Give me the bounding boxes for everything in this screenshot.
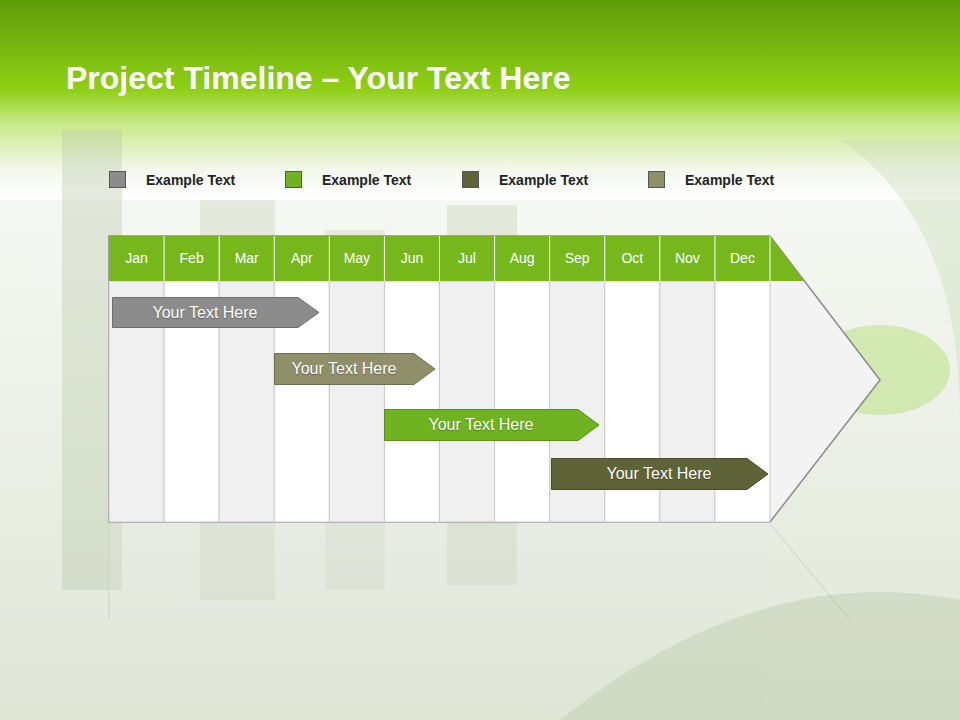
month-label: Sep bbox=[550, 236, 605, 281]
header-divider bbox=[659, 236, 660, 281]
legend-text: Example Text bbox=[322, 172, 411, 188]
task-arrow: Your Text Here bbox=[384, 409, 600, 441]
background-bars bbox=[62, 130, 960, 720]
month-label: Apr bbox=[274, 236, 329, 281]
month-label: Nov bbox=[660, 236, 715, 281]
month-label: Feb bbox=[164, 236, 219, 281]
legend-swatch bbox=[648, 171, 665, 188]
header-divider bbox=[219, 236, 220, 281]
month-label: Jul bbox=[440, 236, 495, 281]
task-label: Your Text Here bbox=[607, 465, 712, 483]
month-label: Dec bbox=[715, 236, 770, 281]
reflection bbox=[109, 524, 850, 620]
timeline-arrow bbox=[109, 236, 880, 522]
header-divider bbox=[604, 236, 605, 281]
task-arrow: Your Text Here bbox=[551, 458, 769, 490]
legend-swatch bbox=[285, 171, 302, 188]
month-label: Mar bbox=[219, 236, 274, 281]
header-divider bbox=[384, 236, 385, 281]
task-label: Your Text Here bbox=[292, 360, 397, 378]
month-header bbox=[109, 236, 770, 281]
header-divider bbox=[770, 236, 771, 281]
legend-text: Example Text bbox=[146, 172, 235, 188]
header-divider bbox=[274, 236, 275, 281]
legend-text: Example Text bbox=[499, 172, 588, 188]
legend-swatch bbox=[109, 171, 126, 188]
month-label: May bbox=[329, 236, 384, 281]
month-column bbox=[440, 281, 495, 522]
legend-swatch bbox=[462, 171, 479, 188]
month-label: Oct bbox=[605, 236, 660, 281]
header-divider bbox=[549, 236, 550, 281]
header-corner bbox=[770, 236, 804, 281]
header-divider bbox=[714, 236, 715, 281]
header-divider bbox=[439, 236, 440, 281]
month-column bbox=[329, 281, 384, 522]
task-arrow: Your Text Here bbox=[274, 353, 436, 385]
legend-text: Example Text bbox=[685, 172, 774, 188]
slide-title: Project Timeline – Your Text Here bbox=[66, 60, 570, 97]
month-column bbox=[384, 281, 439, 522]
month-label: Aug bbox=[495, 236, 550, 281]
legend-item: Example Text bbox=[109, 171, 235, 188]
header-divider bbox=[164, 236, 165, 281]
task-label: Your Text Here bbox=[429, 416, 534, 434]
legend-item: Example Text bbox=[648, 171, 774, 188]
task-label: Your Text Here bbox=[153, 304, 258, 322]
month-label: Jun bbox=[384, 236, 439, 281]
header-divider bbox=[494, 236, 495, 281]
timeline-chart bbox=[109, 236, 880, 522]
legend-item: Example Text bbox=[462, 171, 588, 188]
legend-item: Example Text bbox=[285, 171, 411, 188]
month-column bbox=[495, 281, 550, 522]
header-band bbox=[0, 0, 960, 200]
header-divider bbox=[329, 236, 330, 281]
month-label: Jan bbox=[109, 236, 164, 281]
task-arrow: Your Text Here bbox=[112, 297, 320, 328]
